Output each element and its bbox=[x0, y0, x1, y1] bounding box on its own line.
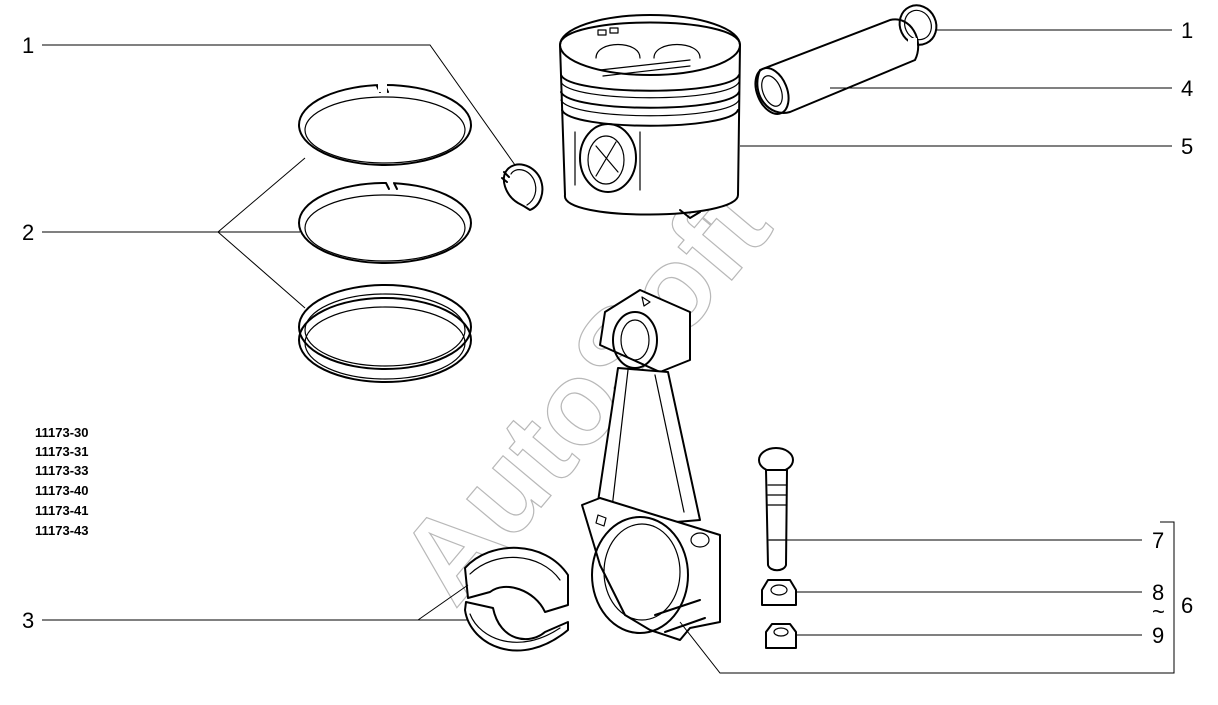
circlip-left bbox=[501, 163, 544, 211]
callout-nut-9: 9 bbox=[1152, 623, 1164, 648]
part-code: 11173-43 bbox=[35, 523, 89, 538]
callout-piston-5: 5 bbox=[1181, 134, 1193, 159]
callout-rod-set-6: 6 bbox=[1181, 593, 1193, 618]
leader-lines bbox=[42, 29, 1175, 674]
part-code: 11173-41 bbox=[35, 503, 89, 518]
rod-nut-9 bbox=[765, 623, 797, 649]
piston-ring-top bbox=[298, 84, 472, 166]
watermark-text: AutoSoft bbox=[374, 160, 795, 626]
part-code-list: 11173-30 11173-31 11173-33 11173-40 1117… bbox=[35, 425, 89, 538]
part-code: 11173-31 bbox=[35, 444, 89, 459]
callout-nut-8: 8 bbox=[1152, 580, 1164, 605]
callout-rod-bolt-7: 7 bbox=[1152, 528, 1164, 553]
rod-nut-8 bbox=[761, 579, 797, 606]
circlip-right bbox=[898, 4, 938, 47]
connecting-rod bbox=[581, 289, 721, 641]
piston bbox=[559, 14, 741, 219]
rod-bolt bbox=[758, 447, 794, 572]
callout-right-ring-1: 1 bbox=[1181, 18, 1193, 43]
callout-piston-rings-2: 2 bbox=[22, 220, 34, 245]
callout-left-ring-1: 1 bbox=[22, 33, 34, 58]
callout-tilde: ~ bbox=[1152, 599, 1165, 624]
bearing-shells bbox=[464, 546, 569, 652]
callout-bearing-shells-3: 3 bbox=[22, 608, 34, 633]
part-code: 11173-40 bbox=[35, 483, 89, 498]
piston-pin bbox=[754, 18, 920, 115]
piston-ring-middle bbox=[298, 181, 472, 264]
piston-ring-oil bbox=[298, 284, 472, 383]
part-code: 11173-33 bbox=[35, 463, 89, 478]
callout-piston-pin-4: 4 bbox=[1181, 76, 1193, 101]
part-code: 11173-30 bbox=[35, 425, 89, 440]
